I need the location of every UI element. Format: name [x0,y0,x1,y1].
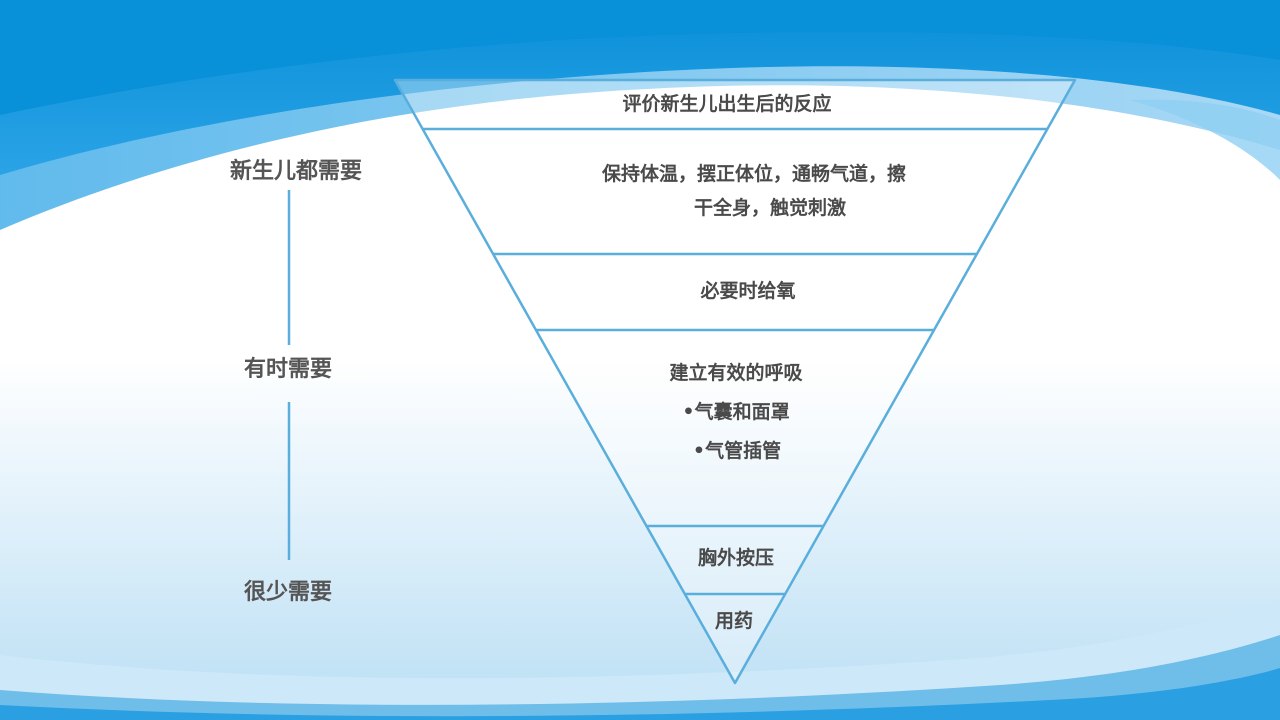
side-label-sometimes: 有时需要 [244,356,332,382]
pyramid-level-5-line-1: 胸外按压 [698,546,774,569]
side-label-always: 新生儿都需要 [230,158,362,184]
pyramid-level-2-line-1: 保持体温，摆正体位，通畅气道，擦 [601,162,906,185]
pyramid-level-1-line-1: 评价新生儿出生后的反应 [622,92,831,115]
pyramid-level-3-line-1: 必要时给氧 [699,279,795,302]
pyramid-level-6-line-1: 用药 [715,609,753,632]
pyramid-levels: 评价新生儿出生后的反应保持体温，摆正体位，通畅气道，擦干全身，触觉刺激必要时给氧… [601,92,906,632]
pyramid-level-4-line-1: 建立有效的呼吸 [669,361,803,384]
side-label-rarely: 很少需要 [244,580,332,605]
pyramid-level-4-line-2: •气囊和面罩 [682,400,789,423]
pyramid-triangle [393,78,1077,685]
pyramid-level-4-line-3: •气管插管 [693,439,781,462]
pyramid-outline [393,78,1077,685]
pyramid-level-2-line-2: 干全身，触觉刺激 [694,196,846,219]
